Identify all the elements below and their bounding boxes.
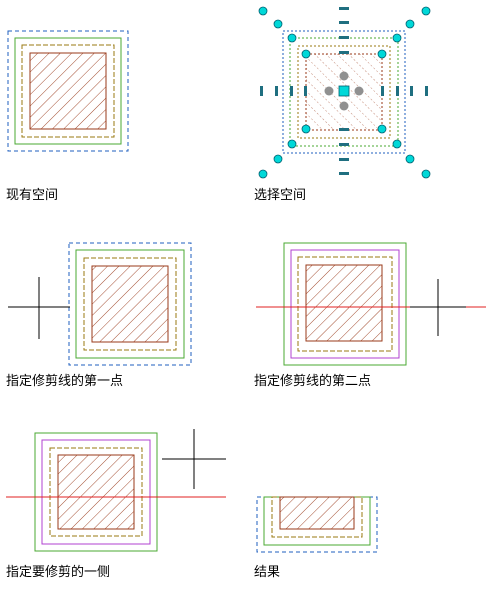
- edge-grip[interactable]: [339, 7, 349, 10]
- panel-trim-side: [6, 429, 226, 552]
- panel-result: [256, 496, 378, 553]
- caption-select-space: 选择空间: [254, 188, 307, 203]
- olive-boundary: [297, 256, 393, 352]
- panel-first-trim-point: [8, 242, 192, 366]
- caption-result: 结果: [254, 565, 281, 580]
- edge-grip[interactable]: [304, 86, 307, 96]
- caption-second-trim-point: 指定修剪线的第二点: [254, 374, 372, 389]
- outer-boundary: [68, 242, 192, 366]
- caption-first-trim-point: 指定修剪线的第一点: [6, 374, 124, 389]
- edge-grip[interactable]: [396, 86, 399, 96]
- edge-grip[interactable]: [339, 128, 349, 131]
- panel-existing-space: [7, 30, 129, 152]
- outer-boundary: [283, 242, 407, 366]
- olive-boundary: [49, 447, 143, 537]
- green-boundary: [14, 37, 122, 145]
- grip-circle[interactable]: [273, 19, 283, 29]
- grip-circle[interactable]: [287, 33, 297, 43]
- edge-grip[interactable]: [339, 143, 349, 146]
- grip-circle[interactable]: [392, 33, 402, 43]
- grip-circle[interactable]: [301, 49, 311, 59]
- grip-circle[interactable]: [421, 169, 431, 179]
- grip-circle[interactable]: [392, 139, 402, 149]
- edge-grips[interactable]: [260, 7, 428, 175]
- edge-grip[interactable]: [425, 86, 428, 96]
- edge-grip[interactable]: [339, 158, 349, 161]
- hatched-floor: [91, 265, 169, 343]
- hatched-floor: [279, 496, 355, 530]
- grip-circle[interactable]: [377, 49, 387, 59]
- hatched-floor: [57, 454, 135, 530]
- edge-grip[interactable]: [260, 86, 263, 96]
- edge-grip[interactable]: [381, 86, 384, 96]
- stretch-handle-top[interactable]: [339, 71, 349, 81]
- edge-grip[interactable]: [410, 86, 413, 96]
- grip-circle[interactable]: [258, 6, 268, 16]
- edge-grip[interactable]: [339, 36, 349, 39]
- crosshair-cursor: [410, 279, 466, 336]
- olive-boundary: [83, 257, 177, 351]
- stretch-handle-right[interactable]: [354, 86, 364, 96]
- grip-circle[interactable]: [258, 169, 268, 179]
- green-boundary: [75, 249, 185, 359]
- grip-circle[interactable]: [377, 124, 387, 134]
- olive-boundary: [21, 44, 115, 138]
- grip-circle[interactable]: [287, 139, 297, 149]
- olive-boundary: [297, 45, 391, 139]
- grip-circle[interactable]: [301, 124, 311, 134]
- crosshair-cursor: [162, 429, 226, 489]
- center-handles[interactable]: [324, 71, 364, 111]
- grip-circle[interactable]: [405, 154, 415, 164]
- panel-second-trim-point: [256, 242, 486, 366]
- outer-boundary: [7, 30, 129, 152]
- outer-boundary: [34, 432, 158, 552]
- crosshair-cursor: [8, 277, 70, 339]
- panel-select-space: [258, 6, 431, 179]
- magenta-boundary: [290, 249, 400, 359]
- edge-grip[interactable]: [339, 51, 349, 54]
- caption-trim-side: 指定要修剪的一侧: [6, 565, 111, 580]
- stretch-handle-bottom[interactable]: [339, 101, 349, 111]
- caption-existing-space: 现有空间: [6, 188, 59, 203]
- edge-grip[interactable]: [339, 172, 349, 175]
- corner-grips[interactable]: [258, 6, 431, 179]
- grip-circle[interactable]: [405, 19, 415, 29]
- grip-circle[interactable]: [421, 6, 431, 16]
- edge-grip[interactable]: [275, 86, 278, 96]
- grip-circle[interactable]: [273, 154, 283, 164]
- outer-boundary: [282, 30, 406, 154]
- hatched-floor: [29, 52, 107, 130]
- hatched-floor: [305, 264, 383, 342]
- center-grip[interactable]: [338, 85, 350, 97]
- stretch-handle-left[interactable]: [324, 86, 334, 96]
- edge-grip[interactable]: [339, 21, 349, 24]
- edge-grip[interactable]: [290, 86, 293, 96]
- magenta-boundary: [41, 439, 151, 545]
